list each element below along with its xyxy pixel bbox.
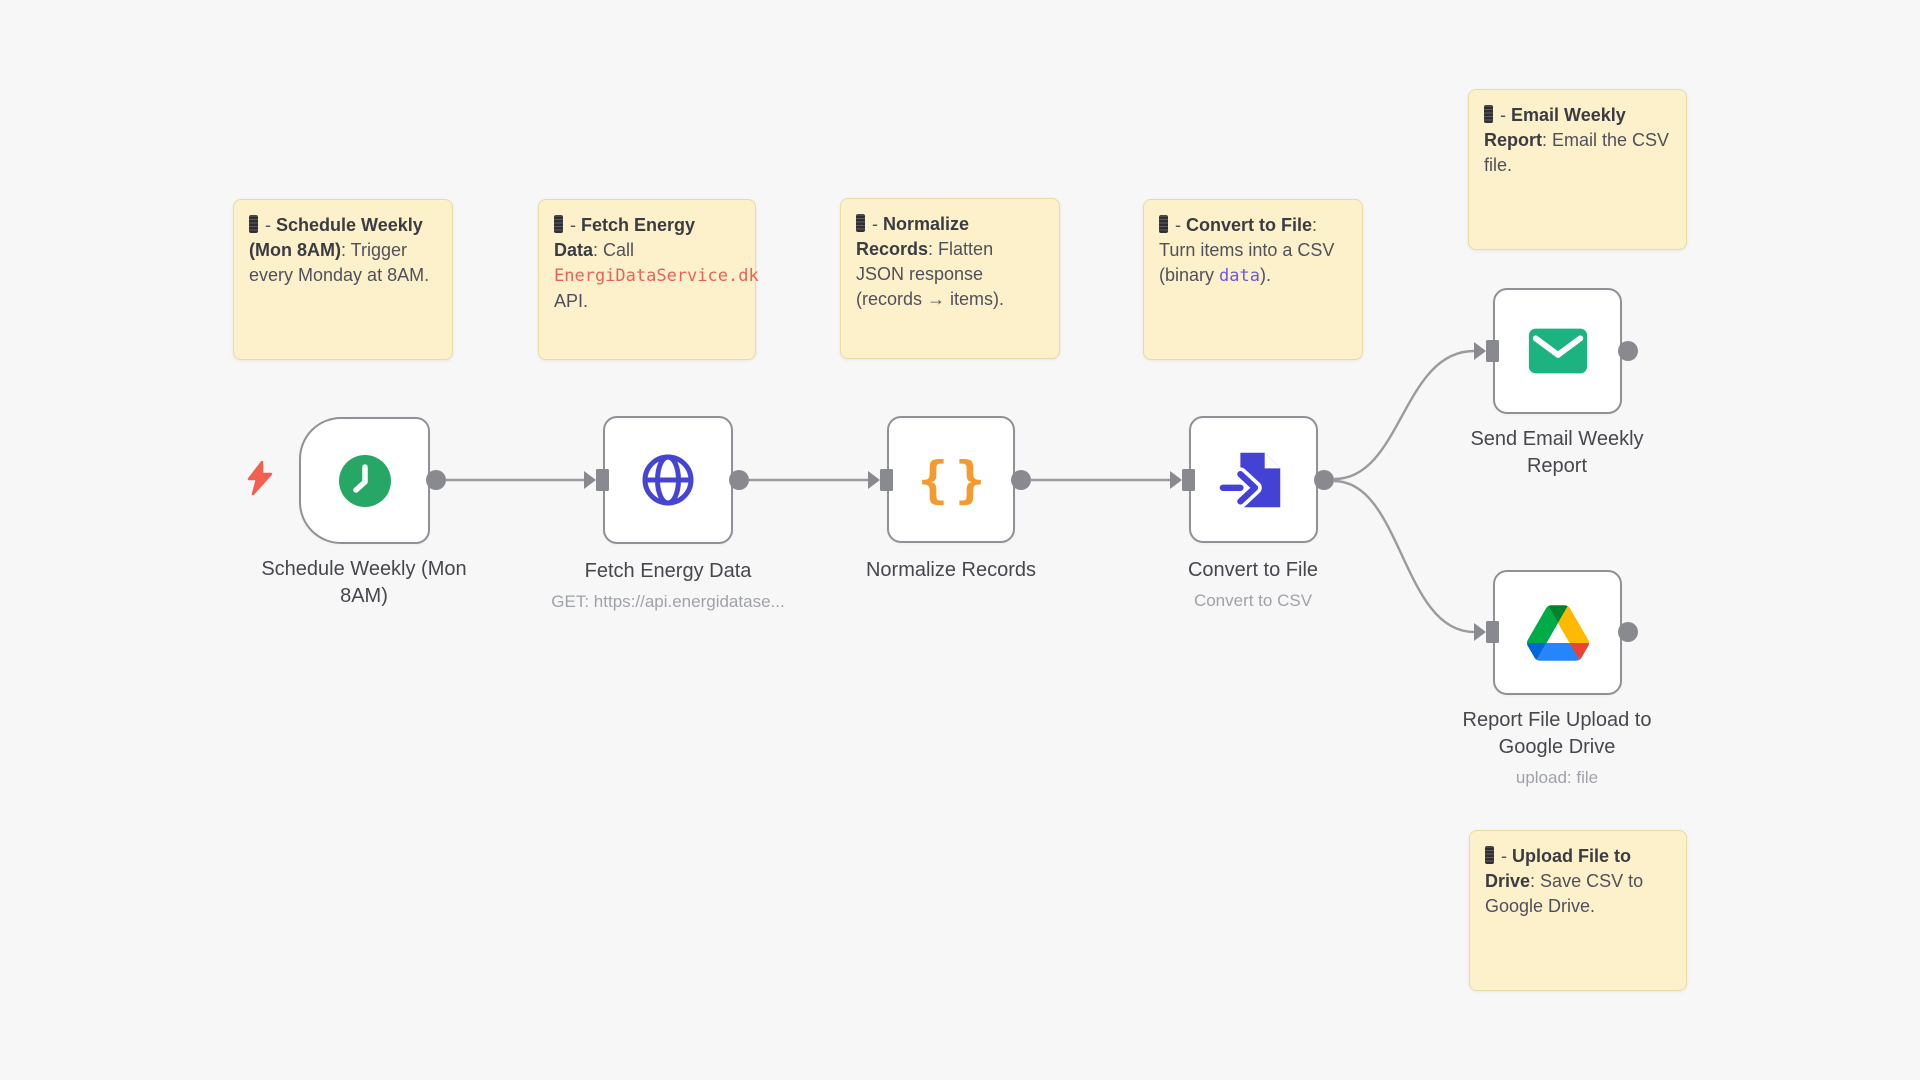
google-drive-icon [1526,604,1589,661]
missing-emoji-icon [554,215,563,233]
note-title: Email Weekly Report [1484,105,1626,150]
node-normalize-records[interactable]: {} [887,416,1015,543]
sticky-note-convert[interactable]: - Convert to File: Turn items into a CSV… [1143,199,1363,360]
note-body: Save CSV to Google Drive. [1485,871,1644,916]
note-dash: - [1496,846,1512,866]
note-body: Call [603,240,635,260]
note-sep: : [1542,130,1553,150]
node-subtitle: Convert to CSV [1193,591,1313,610]
note-dash: - [260,215,276,235]
globe-icon [642,454,694,506]
note-code: data [1219,266,1260,286]
note-body: Turn items into a CSV (binary [1159,240,1335,285]
node-label-schedule: Schedule Weekly (Mon 8AM) [261,558,467,607]
note-dash: - [1170,215,1186,235]
node-subtitle: GET: https://api.energidatase... [551,592,785,611]
note-body: Flatten JSON response (records → items). [856,239,1005,309]
missing-emoji-icon [856,214,865,232]
curly-braces-icon: {} [917,450,993,509]
note-dash: - [565,215,581,235]
note-sep: : [1530,871,1541,891]
node-http-request[interactable] [603,416,733,544]
node-schedule-trigger[interactable] [299,417,430,544]
note-dash: - [1495,105,1511,125]
envelope-icon [1528,328,1587,374]
note-body-post: ). [1259,265,1271,285]
missing-emoji-icon [1159,215,1168,233]
node-subtitle: upload: file [1515,768,1599,787]
note-dash: - [867,214,883,234]
trigger-lightning-icon [247,461,273,495]
node-convert-to-file[interactable] [1189,416,1318,543]
sticky-note-email[interactable]: - Email Weekly Report: Email the CSV fil… [1468,89,1687,250]
note-body-post: API. [554,291,589,311]
node-label-email: Send Email Weekly Report [1470,428,1644,477]
sticky-note-schedule[interactable]: - Schedule Weekly (Mon 8AM): Trigger eve… [233,199,453,360]
missing-emoji-icon [1484,105,1493,123]
note-body: Email the CSV file. [1484,130,1670,175]
note-title: Normalize Records [856,214,970,259]
note-link[interactable]: EnergiDataService.dk [554,266,759,286]
note-title: Fetch Energy Data [554,215,696,260]
note-sep: : [593,240,604,260]
note-title: Schedule Weekly (Mon 8AM) [249,215,423,260]
note-sep: : [340,240,351,260]
file-import-icon [1218,452,1280,508]
note-title: Convert to File [1186,215,1313,235]
sticky-note-normalize[interactable]: - Normalize Records: Flatten JSON respon… [840,198,1060,359]
missing-emoji-icon [249,215,258,233]
clock-icon [338,454,391,507]
sticky-note-fetch[interactable]: - Fetch Energy Data: Call EnergiDataServ… [538,199,759,360]
sticky-note-upload[interactable]: - Upload File to Drive: Save CSV to Goog… [1469,830,1687,991]
node-google-drive-upload[interactable] [1493,570,1622,695]
note-body: Trigger every Monday at 8AM. [249,240,430,285]
note-sep: : [928,239,939,259]
note-title: Upload File to Drive [1485,846,1631,891]
missing-emoji-icon [1485,846,1494,864]
node-label-normalize: Normalize Records [865,559,1037,581]
note-sep: : [1312,215,1318,235]
node-send-email[interactable] [1493,288,1622,414]
